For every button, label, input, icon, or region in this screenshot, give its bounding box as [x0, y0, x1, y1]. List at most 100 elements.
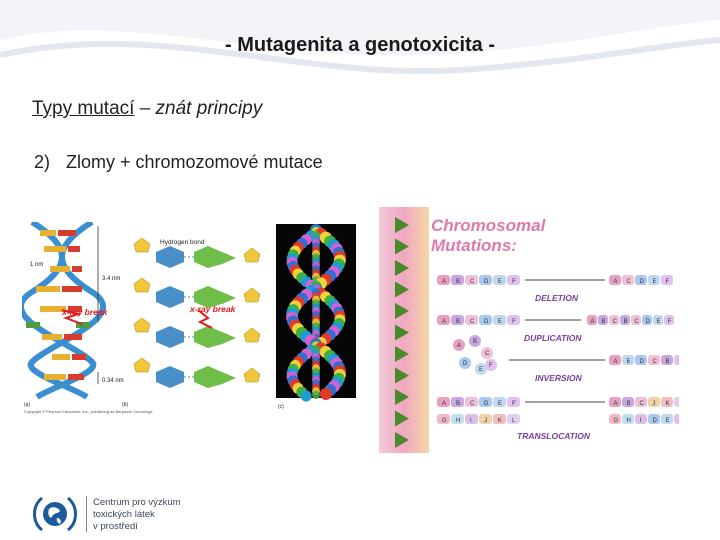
mutation-label-inversion: INVERSION: [535, 373, 583, 383]
segment-label: D: [646, 319, 651, 325]
segment-label: C: [470, 319, 475, 325]
segment-label: F: [489, 363, 493, 369]
decorative-arrows: [395, 217, 409, 448]
base-pairing-diagram: [133, 237, 261, 388]
logo-line2: toxických látek: [93, 509, 155, 520]
after-segment: [598, 315, 608, 325]
segment-label: B: [456, 279, 460, 285]
segment-label: D: [640, 359, 645, 365]
segment-label: E: [657, 319, 661, 325]
segment-label: I: [470, 418, 472, 424]
before-segment: [493, 414, 506, 424]
before-segment: [507, 397, 520, 407]
triangle-arrow: [395, 281, 409, 298]
label-3-4nm: 3.4 nm: [102, 276, 120, 282]
segment-label: A: [457, 343, 461, 349]
atom-sphere: [319, 388, 332, 400]
after-segment: [664, 315, 674, 325]
triangle-arrow: [395, 367, 409, 384]
segment-label: C: [613, 319, 618, 325]
mutation-label-deletion: DELETION: [535, 293, 579, 303]
segment-label: E: [498, 319, 502, 325]
subtitle-underlined: Typy mutací: [32, 98, 135, 119]
triangle-arrow: [395, 389, 409, 405]
triangle-arrow: [395, 217, 409, 233]
after-segment: [674, 355, 679, 365]
slide-subtitle: Typy mutací – znát principy: [32, 98, 262, 120]
after-segment: [622, 397, 634, 407]
inversion-segment: [475, 363, 487, 375]
before-segment: [507, 275, 520, 285]
segment-label: D: [463, 361, 468, 367]
segment-label: D: [484, 319, 489, 325]
xray-break-label-b: x-ray break: [189, 304, 237, 314]
label-1nm: 1 nm: [30, 262, 43, 268]
before-segment: [451, 397, 464, 407]
triangle-arrow: [395, 432, 409, 448]
segment-label: L: [512, 418, 516, 424]
segment-label: D: [640, 279, 645, 285]
after-segment: [648, 355, 660, 365]
segment-label: J: [653, 401, 656, 407]
subtitle-italic: znát principy: [155, 98, 263, 119]
segment-label: E: [479, 367, 483, 373]
inversion-segment: [459, 357, 471, 369]
segment-label: C: [640, 401, 645, 407]
before-segment: [465, 315, 478, 325]
chromosomal-title-line2: Mutations:: [431, 236, 517, 255]
segment-label: D: [653, 418, 658, 424]
segment-label: E: [653, 279, 657, 285]
segment-label: L: [679, 401, 680, 407]
segment-label: B: [627, 401, 631, 407]
triangle-arrow: [395, 303, 409, 319]
inversion-segment: [469, 335, 481, 347]
panel-a-label: (a): [24, 402, 30, 408]
after-segment: [674, 397, 679, 407]
segment-label: F: [668, 319, 672, 325]
after-segment: [661, 414, 673, 424]
space-filling-dna-model: (c): [276, 224, 356, 410]
atom-sphere: [312, 391, 320, 399]
segment-label: B: [624, 319, 628, 325]
before-segment: [465, 397, 478, 407]
segment-label: B: [602, 319, 606, 325]
after-segment: [609, 315, 619, 325]
segment-label: A: [442, 401, 446, 407]
segment-label: F: [512, 319, 516, 325]
copyright-text: Copyright © Pearson Education, Inc., pub…: [24, 409, 153, 414]
after-segment: [674, 414, 679, 424]
segment-label: I: [640, 418, 642, 424]
before-segment: [479, 315, 492, 325]
header-swoosh: [0, 0, 720, 75]
after-segment: [622, 414, 634, 424]
panel-c-label: (c): [278, 404, 284, 410]
before-segment: [507, 414, 520, 424]
before-segment: [493, 315, 506, 325]
segment-label: G: [614, 418, 619, 424]
inversion-segment: [485, 359, 497, 371]
panel-b-label: (b): [122, 402, 128, 408]
before-segment: [493, 275, 506, 285]
after-segment: [587, 315, 597, 325]
logo-line1: Centrum pro výzkum: [93, 497, 181, 508]
after-segment: [609, 355, 621, 365]
triangle-arrow: [395, 238, 409, 255]
segment-label: C: [653, 359, 658, 365]
before-segment: [479, 275, 492, 285]
mutation-label-duplication: DUPLICATION: [524, 333, 582, 343]
logo-line3: v prostředí: [93, 521, 138, 532]
segment-label: D: [484, 401, 489, 407]
label-0-34nm: 0.34 nm: [102, 378, 124, 384]
dna-structure-figure: 1 nm 3.4 nm 0.34 nm x-ray break: [22, 222, 261, 414]
before-segment: [493, 397, 506, 407]
after-segment: [661, 397, 673, 407]
after-segment: [661, 355, 673, 365]
after-segment: [653, 315, 663, 325]
inversion-segment: [453, 339, 465, 351]
hydrogen-bond-label: Hydrogen bond: [160, 239, 205, 246]
after-segment: [609, 414, 621, 424]
before-segment: [507, 315, 520, 325]
segment-label: C: [485, 351, 490, 357]
triangle-arrow: [395, 410, 409, 427]
